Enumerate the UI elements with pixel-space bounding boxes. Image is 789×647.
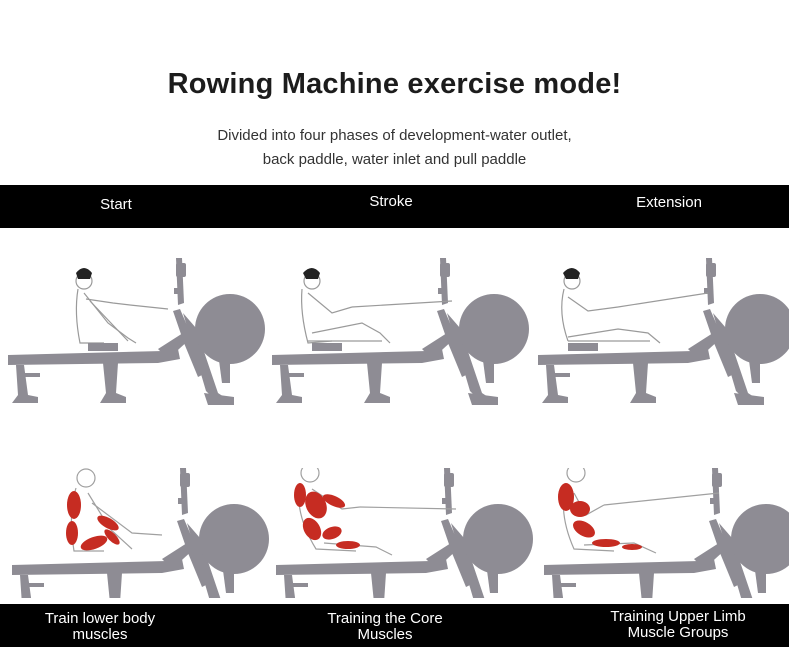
caption-footer-bar: Train lower body muscles Training the Co… (0, 604, 789, 647)
illustration-extension-phase (538, 258, 789, 408)
caption-upper-limb-line1: Training Upper Limb (610, 608, 746, 625)
page-title: Rowing Machine exercise mode! (167, 68, 622, 100)
phase-label-extension: Extension (636, 194, 702, 211)
illustration-lower-body-muscles (12, 468, 282, 598)
page-subtitle: Divided into four phases of development-… (0, 124, 789, 172)
caption-core-line1: Training the Core (327, 610, 443, 627)
caption-upper-limb: Training Upper Limb Muscle Groups (568, 609, 788, 641)
phase-label-start: Start (100, 196, 132, 213)
caption-core: Training the Core Muscles (275, 611, 495, 643)
phase-header-bar: Start Stroke Extension (0, 185, 789, 228)
subtitle-line-1: Divided into four phases of development-… (217, 127, 572, 144)
phase-label-stroke: Stroke (369, 193, 413, 210)
caption-upper-limb-line2: Muscle Groups (627, 624, 729, 641)
illustration-stroke-phase (272, 258, 542, 408)
subtitle-line-2: back paddle, water inlet and pull paddle (262, 151, 527, 168)
caption-lower-body-line1: Train lower body (44, 610, 156, 627)
caption-lower-body-line2: muscles (72, 626, 128, 643)
illustration-start-phase (8, 258, 278, 408)
caption-lower-body: Train lower body muscles (0, 611, 210, 643)
illustration-core-muscles (276, 468, 546, 598)
caption-core-line2: Muscles (357, 626, 413, 643)
illustration-upper-limb-muscles (544, 468, 789, 598)
